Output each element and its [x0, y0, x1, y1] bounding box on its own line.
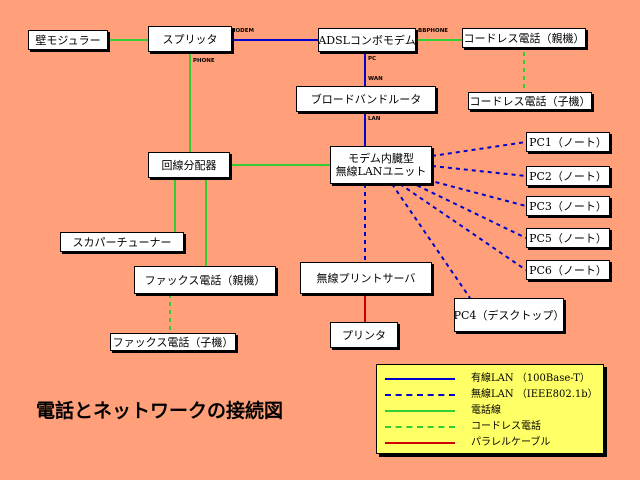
edge-wlan-pc5 [409, 181, 527, 239]
fax-handset-node: ファックス電話（子機） [110, 333, 236, 351]
pc4-node: PC4（デスクトップ） [454, 298, 564, 332]
legend-item-wireless-lan: 無線LAN （IEEE802.1b） [377, 387, 605, 403]
legend-swatch-parallel-cable [385, 442, 455, 444]
port-label-pc: PC [368, 56, 377, 62]
wlan-unit-label-line1: モデム内臓型 [348, 152, 414, 165]
router-node: ブロードバンドルータ [296, 86, 436, 112]
pc3-node: PC3（ノート） [526, 196, 610, 216]
edge-wlan-pc1 [431, 141, 527, 157]
legend-item-wired-lan: 有線LAN （100Base-T） [377, 371, 605, 387]
legend-swatch-telephone-line [385, 410, 455, 412]
pc6-node: PC6（ノート） [526, 260, 610, 280]
wlan-unit-node: モデム内臓型 無線LANユニット [330, 146, 432, 184]
cordless-handset-node: コードレス電話（子機） [468, 92, 592, 110]
printer-node: プリンタ [330, 322, 398, 348]
port-label-modem: MODEM [230, 28, 254, 34]
adsl-modem-node: ADSLコンボモデム [318, 28, 416, 52]
legend-label-cordless: コードレス電話 [471, 421, 541, 432]
pc1-node: PC1（ノート） [526, 132, 610, 152]
cordless-base-node: コードレス電話（親機） [462, 28, 586, 48]
edge-wlan-pc2 [431, 165, 527, 177]
print-server-node: 無線プリントサーバ [300, 262, 432, 294]
port-label-lan: LAN [368, 116, 381, 122]
diagram-title: 電話とネットワークの接続図 [36, 400, 284, 422]
port-label-wan: WAN [368, 76, 383, 82]
wall-jack-node: 壁モジュラー [28, 30, 108, 50]
legend-item-telephone-line: 電話線 [377, 403, 605, 419]
legend: 有線LAN （100Base-T） 無線LAN （IEEE802.1b） 電話線… [376, 364, 604, 454]
pc5-node: PC5（ノート） [526, 228, 610, 248]
legend-label-parallel-cable: パラレルケーブル [471, 437, 551, 448]
edge-wlan-pc4 [391, 183, 471, 299]
edge-wlan-pc6 [399, 183, 527, 271]
legend-item-cordless: コードレス電話 [377, 419, 605, 435]
port-label-phone: PHONE [193, 58, 215, 64]
fax-base-node: ファックス電話（親機） [134, 266, 276, 294]
legend-swatch-cordless [385, 426, 455, 428]
legend-label-telephone-line: 電話線 [471, 405, 501, 416]
splitter-node: スプリッタ [148, 26, 232, 52]
skyperfect-tuner-node: スカパーチューナー [60, 232, 184, 252]
line-distributor-node: 回線分配器 [148, 152, 230, 178]
edge-wlan-pc3 [419, 177, 527, 207]
legend-swatch-wired-lan [385, 378, 455, 380]
legend-label-wired-lan: 有線LAN （100Base-T） [471, 373, 590, 384]
legend-swatch-wireless-lan [385, 394, 455, 396]
wlan-unit-label-line2: 無線LANユニット [335, 165, 427, 178]
pc2-node: PC2（ノート） [526, 166, 610, 186]
port-label-bbphone: BBPHONE [418, 28, 449, 34]
legend-label-wireless-lan: 無線LAN （IEEE802.1b） [471, 389, 598, 400]
legend-item-parallel-cable: パラレルケーブル [377, 435, 605, 451]
